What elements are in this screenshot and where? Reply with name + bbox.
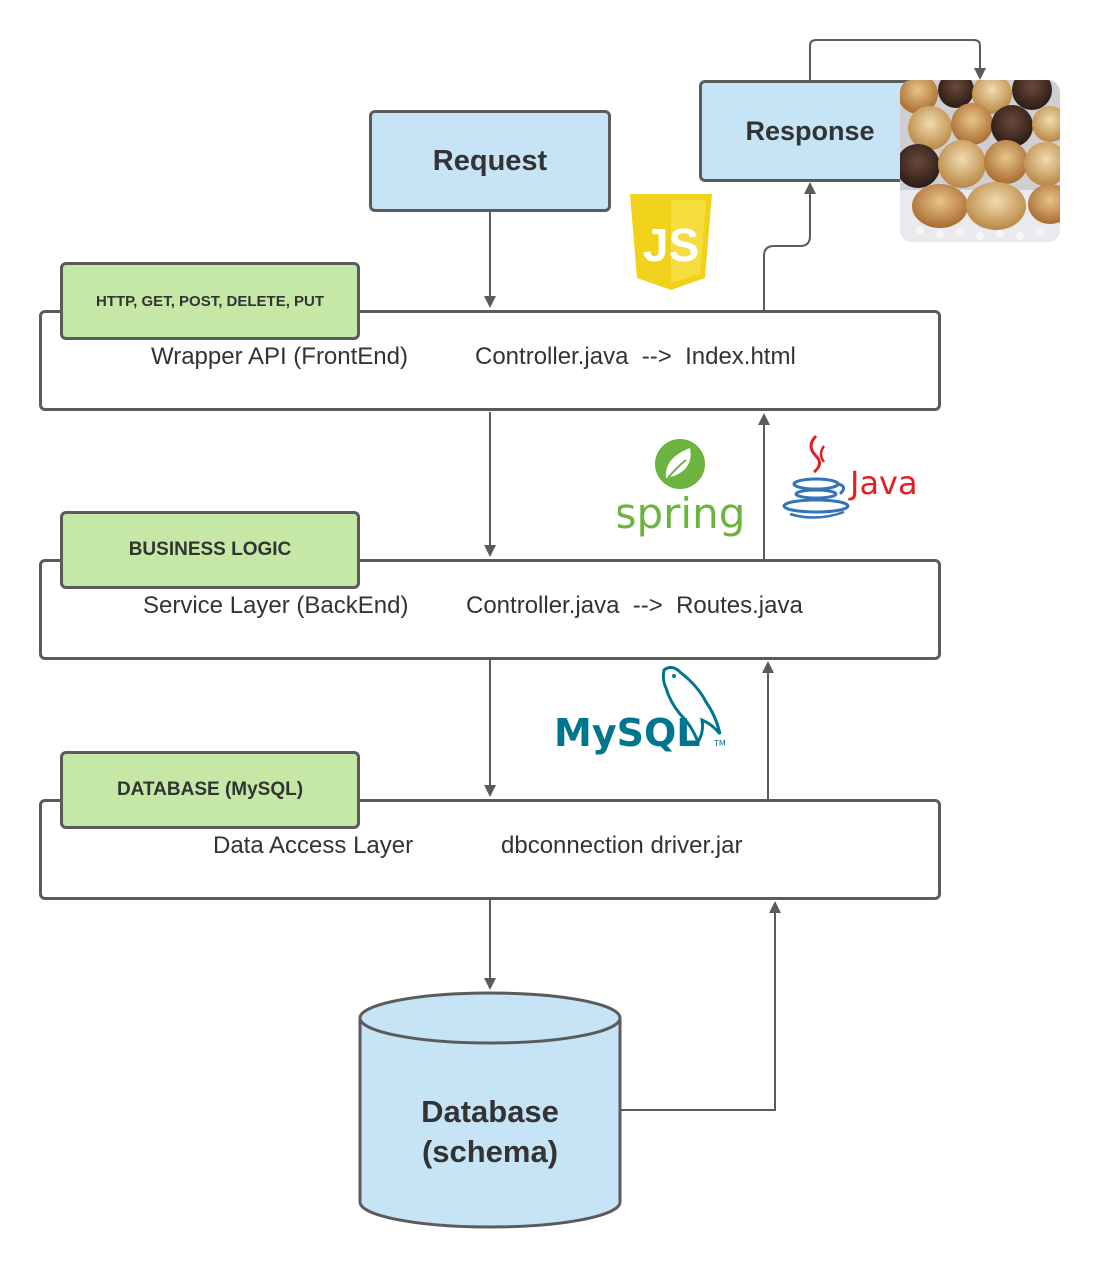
response-node: Response [699,80,921,182]
request-label: Request [432,144,548,177]
js-logo-text: JS [643,219,699,271]
database-label-line1: Database [421,1094,559,1129]
request-node: Request [369,110,611,212]
mysql-logo-text: MySQL [554,711,700,755]
data-access-layer: Data Access Layer dbconnection driver.ja… [39,799,941,900]
http-methods-label: HTTP, GET, POST, DELETE, PUT [95,292,325,310]
database-mysql-tag: DATABASE (MySQL) [60,751,360,829]
http-methods-tag: HTTP, GET, POST, DELETE, PUT [60,262,360,340]
spring-logo-text: spring [618,489,745,538]
business-logic-tag: BUSINESS LOGIC [60,511,360,589]
java-cup-icon [782,434,850,519]
mysql-dolphin-icon [661,665,722,746]
response-label: Response [745,115,875,146]
javascript-logo: JS [630,194,712,290]
arrow-response-loop [809,39,986,80]
wrapper-api-name: Wrapper API (FrontEnd) [151,343,408,370]
mysql-tm-text: TM [713,739,726,748]
spring-logo: spring [618,439,745,538]
java-logo: Java [782,434,918,519]
service-layer-detail: Controller.java --> Routes.java [466,592,803,619]
mysql-logo: MySQL TM [554,665,726,755]
data-access-name: Data Access Layer [213,832,414,859]
arrow-wrapper-to-response [763,182,816,310]
service-layer-name: Service Layer (BackEnd) [143,592,409,619]
business-logic-label: BUSINESS LOGIC [128,539,292,560]
muffins-photo [900,80,1060,242]
database-mysql-label: DATABASE (MySQL) [116,779,304,800]
database-cylinder: Database (schema) [358,991,622,1229]
arrow-database-to-data [621,901,781,1111]
java-logo-text: Java [848,464,918,502]
database-label-line2: (schema) [422,1134,558,1169]
wrapper-api-detail: Controller.java --> Index.html [475,343,796,370]
data-access-detail: dbconnection driver.jar [501,832,743,859]
